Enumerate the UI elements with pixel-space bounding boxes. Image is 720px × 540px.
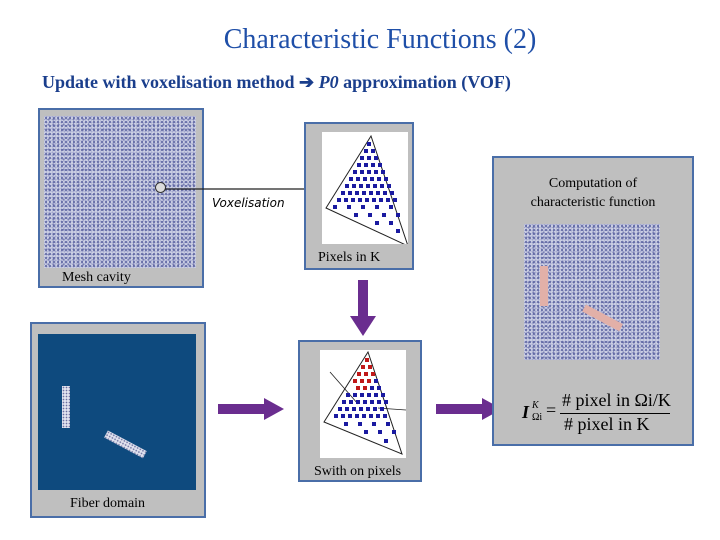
computation-fiber-diagonal [582,304,623,332]
mesh-cavity-label: Mesh cavity [62,270,131,285]
fiber-strip-vertical [62,386,70,428]
computation-title-line1: Computation of [548,176,638,191]
fiber-strip-diagonal [104,430,147,459]
mesh-image [44,116,196,268]
down-arrow-icon [350,280,376,336]
formula-numerator: # pixel in Ωi/K [562,390,671,410]
swith-on-pixels-panel: Swith on pixels [298,340,422,482]
voxelisation-label: Voxelisation [212,196,285,210]
fiber-domain-image [38,334,196,490]
pixels-in-k-label: Pixels in K [318,250,381,265]
computation-panel: Computation of characteristic function I… [492,156,694,446]
formula-lhs: I [522,402,529,423]
swith-on-pixels-image [320,350,407,458]
mesh-selection-marker [155,182,166,193]
formula-denominator: # pixel in K [564,414,650,434]
swith-on-pixels-label: Swith on pixels [314,464,402,479]
subtitle-p0: P0 [318,72,339,92]
fiber-domain-panel: Fiber domain [30,322,206,518]
voxelisation-arrow [165,185,319,193]
computation-title: Computation of characteristic function [494,174,692,212]
formula-lhs-sup: K [532,400,539,411]
triangle-pixels-blue [325,134,409,247]
formula-fraction-bar [560,413,670,414]
formula-lhs-symbol: I [522,402,530,422]
fiber-domain-label: Fiber domain [70,496,146,511]
computation-title-line2: characteristic function [530,195,656,210]
formula-lhs-sub: Ωi [532,412,543,423]
arrow-right-icon: ➔ [299,72,315,92]
mesh-cavity-panel: Mesh cavity [38,108,204,288]
page-title: Characteristic Functions (2) [223,24,537,55]
formula: I K Ωi = # pixel in Ωi/K # pixel in K [522,390,692,438]
page-subtitle: Update with voxelisation method ➔ P0 app… [42,72,511,93]
triangle-pixels-switched [323,350,407,455]
subtitle-prefix: Update with voxelisation method [42,72,295,92]
computation-image [524,224,660,360]
pixels-in-k-image [322,132,409,247]
right-arrow-icon-1 [218,398,284,420]
computation-fiber-vertical [540,266,548,306]
formula-equals: = [546,400,557,420]
pixels-in-k-panel: Pixels in K [304,122,414,270]
subtitle-suffix: approximation (VOF) [343,72,511,92]
